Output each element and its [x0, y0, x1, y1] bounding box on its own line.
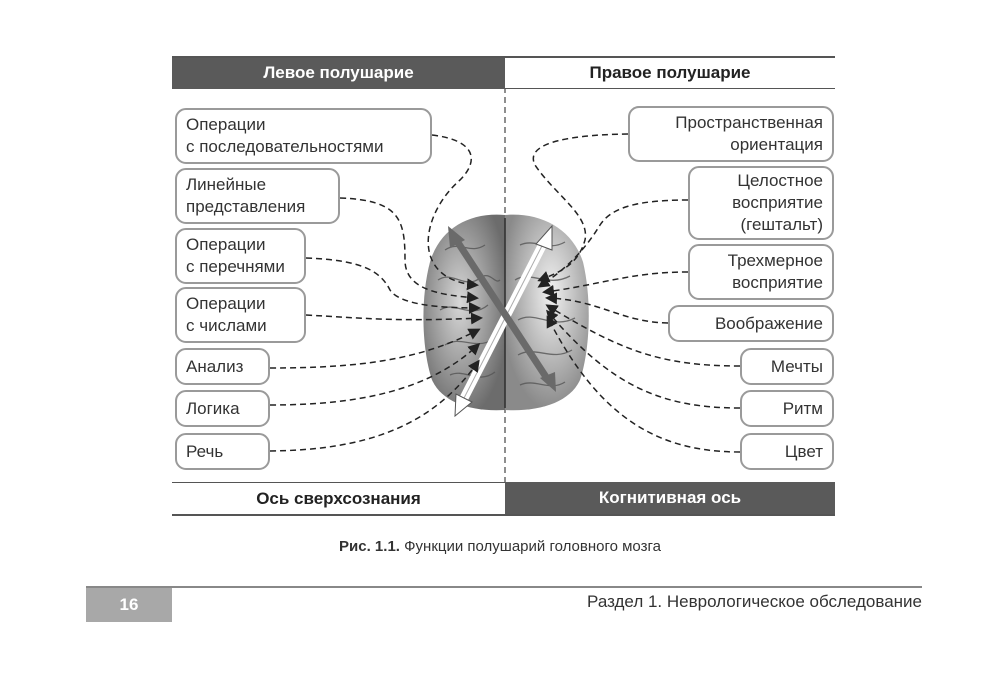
box-label-line: с перечнями	[186, 257, 285, 276]
box-label-line: Логика	[186, 398, 240, 418]
box-label-line: представления	[186, 197, 306, 216]
right-function-box: Ритм	[740, 390, 834, 427]
figure-caption: Рис. 1.1. Функции полушарий головного мо…	[0, 538, 1000, 555]
right-function-box: Воображение	[668, 305, 834, 342]
cross-arrows	[448, 224, 556, 418]
left-function-box: Операции с числами	[175, 287, 306, 343]
right-function-box: Целостное восприятие (гештальт)	[688, 166, 834, 240]
right-function-box: Мечты	[740, 348, 834, 385]
box-label-line: Трехмерное	[727, 251, 823, 270]
right-function-box: Пространственная ориентация	[628, 106, 834, 162]
box-label-line: ориентация	[730, 135, 823, 154]
page-number: 16	[86, 588, 172, 622]
box-label-line: Анализ	[186, 356, 244, 376]
cognitive-axis-footer: Когнитивная ось	[505, 482, 835, 514]
figure-caption-text: Функции полушарий головного мозга	[404, 538, 661, 555]
box-label-line: восприятие	[732, 193, 823, 212]
box-label-line: с последовательностями	[186, 137, 384, 156]
top-rule	[172, 56, 835, 58]
left-function-box: Линейные представления	[175, 168, 340, 224]
box-label-line: Целостное	[737, 171, 823, 190]
left-function-box: Операции с перечнями	[175, 228, 306, 284]
left-function-box: Речь	[175, 433, 270, 470]
box-label-line: Операции	[186, 115, 266, 134]
box-label-line: Операции	[186, 294, 266, 313]
box-label-line: Мечты	[770, 356, 823, 376]
box-label-line: Ритм	[782, 398, 823, 418]
supraconscious-axis-footer: Ось сверхсознания	[172, 482, 505, 514]
box-label-line: Цвет	[784, 441, 823, 461]
box-label-line: Пространственная	[675, 113, 823, 132]
left-function-box: Операции с последовательностями	[175, 108, 432, 164]
box-label-line: с числами	[186, 316, 267, 335]
right-function-box: Трехмерное восприятие	[688, 244, 834, 300]
left-connectors	[269, 134, 483, 452]
figure-label: Рис. 1.1.	[339, 538, 400, 555]
box-label-line: восприятие	[732, 273, 823, 292]
right-hemisphere-header: Правое полушарие	[505, 57, 835, 89]
left-hemisphere-header: Левое полушарие	[172, 57, 505, 89]
right-connectors	[532, 133, 741, 453]
right-function-box: Цвет	[740, 433, 834, 470]
box-label-line: Речь	[186, 441, 224, 461]
box-label-line: Линейные	[186, 175, 267, 194]
section-title: Раздел 1. Неврологическое обследование	[587, 592, 922, 611]
left-function-box: Логика	[175, 390, 270, 427]
left-function-box: Анализ	[175, 348, 270, 385]
footer-rule	[86, 586, 922, 588]
bottom-rule	[172, 514, 835, 516]
box-label-line: (гештальт)	[740, 215, 823, 234]
box-label-line: Операции	[186, 235, 266, 254]
box-label-line: Воображение	[714, 313, 823, 333]
